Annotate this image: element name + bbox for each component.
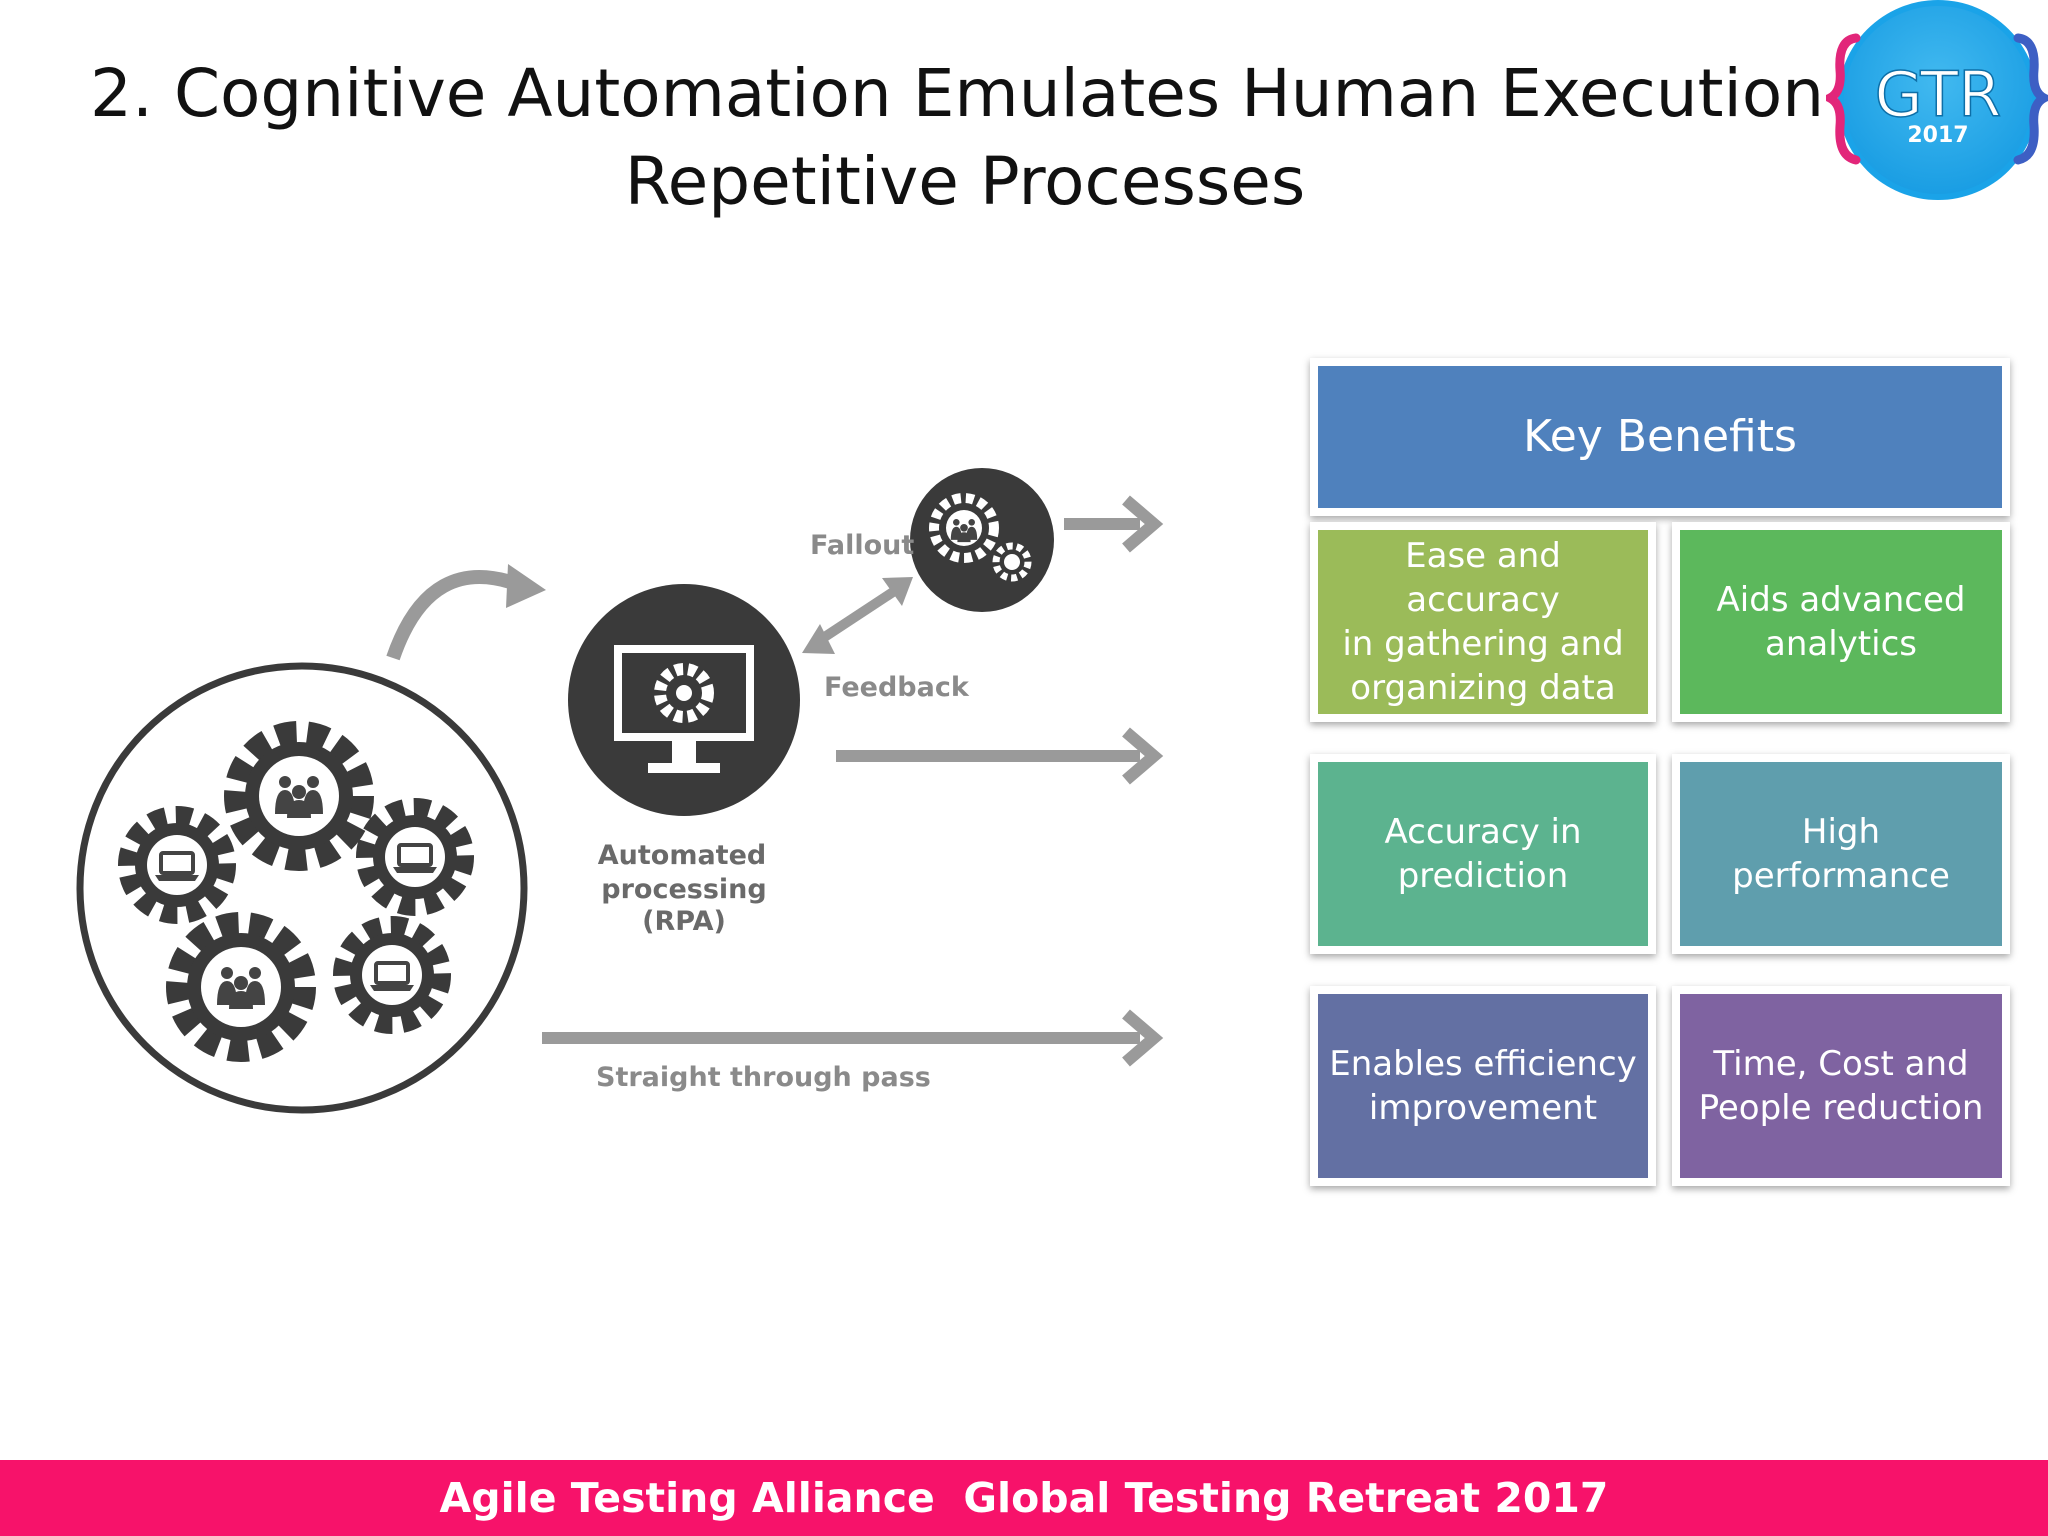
benefit-line: Time, Cost and (1713, 1044, 1969, 1084)
rpa-label-line-3: (RPA) (642, 906, 726, 937)
benefit-line: in gathering and (1342, 624, 1624, 664)
feedback-arrow-icon (817, 585, 899, 645)
key-benefits-header-text: Key Benefits (1523, 411, 1797, 462)
benefit-line: High performance (1732, 812, 1950, 896)
benefit-tile-prediction-accuracy: Accuracy in prediction (1310, 754, 1656, 954)
slide-title: 2. Cognitive Automation Emulates Human E… (90, 50, 1936, 226)
logo-text: GTR (1875, 58, 2002, 131)
footer-bar: Agile Testing Alliance Global Testing Re… (0, 1460, 2048, 1536)
benefit-line: prediction (1397, 856, 1569, 896)
rpa-label-line-1: Automated (598, 840, 766, 871)
benefit-tile-ease-accuracy: Ease and accuracy in gathering and organ… (1310, 522, 1656, 722)
rpa-label-line-2: processing (601, 874, 766, 905)
slide-title-line-1: 2. Cognitive Automation Emulates Human E… (90, 55, 1936, 132)
benefit-line: improvement (1368, 1088, 1598, 1128)
benefit-line: Aids advanced (1716, 580, 1966, 620)
key-benefits-panel: Key Benefits Ease and accuracy in gather… (1310, 358, 2010, 1190)
logo-brace-right (2013, 33, 2048, 165)
benefit-tile-cost-reduction: Time, Cost and People reduction (1672, 986, 2010, 1186)
fallout-gears-icon (910, 468, 1054, 612)
laptop-gear-icon (356, 798, 474, 916)
benefit-line: analytics (1765, 624, 1917, 664)
curved-arrow-icon (386, 570, 525, 661)
key-benefits-header: Key Benefits (1310, 358, 2010, 516)
monitor-gear-icon (568, 584, 800, 816)
rpa-process-diagram: Automated processing (RPA) Fallout Feedb… (76, 468, 1164, 1114)
benefit-tile-efficiency-improvement: Enables efficiency improvement (1310, 986, 1656, 1186)
fallout-label: Fallout (810, 530, 914, 561)
straight-through-label: Straight through pass (596, 1062, 931, 1093)
laptop-gear-icon (118, 806, 236, 924)
benefit-line: People reduction (1698, 1088, 1984, 1128)
logo-brace-left (1826, 33, 1861, 165)
footer-text: Agile Testing Alliance Global Testing Re… (439, 1474, 1609, 1522)
benefit-line: Ease and accuracy (1405, 536, 1561, 620)
people-gear-icon (224, 721, 374, 871)
benefit-line: Enables efficiency (1329, 1044, 1637, 1084)
logo-year: 2017 (1907, 123, 1968, 148)
feedback-label: Feedback (824, 672, 970, 703)
benefit-line: organizing data (1350, 668, 1616, 708)
slide-title-line-2: Repetitive Processes (624, 143, 1306, 220)
benefit-tile-high-performance: High performance (1672, 754, 2010, 954)
benefit-line: Accuracy in (1384, 812, 1582, 852)
laptop-gear-icon (333, 916, 451, 1034)
gtr-2017-logo: GTR 2017 (1826, 0, 2048, 200)
people-gear-icon (166, 912, 316, 1062)
benefit-tile-advanced-analytics: Aids advanced analytics (1672, 522, 2010, 722)
